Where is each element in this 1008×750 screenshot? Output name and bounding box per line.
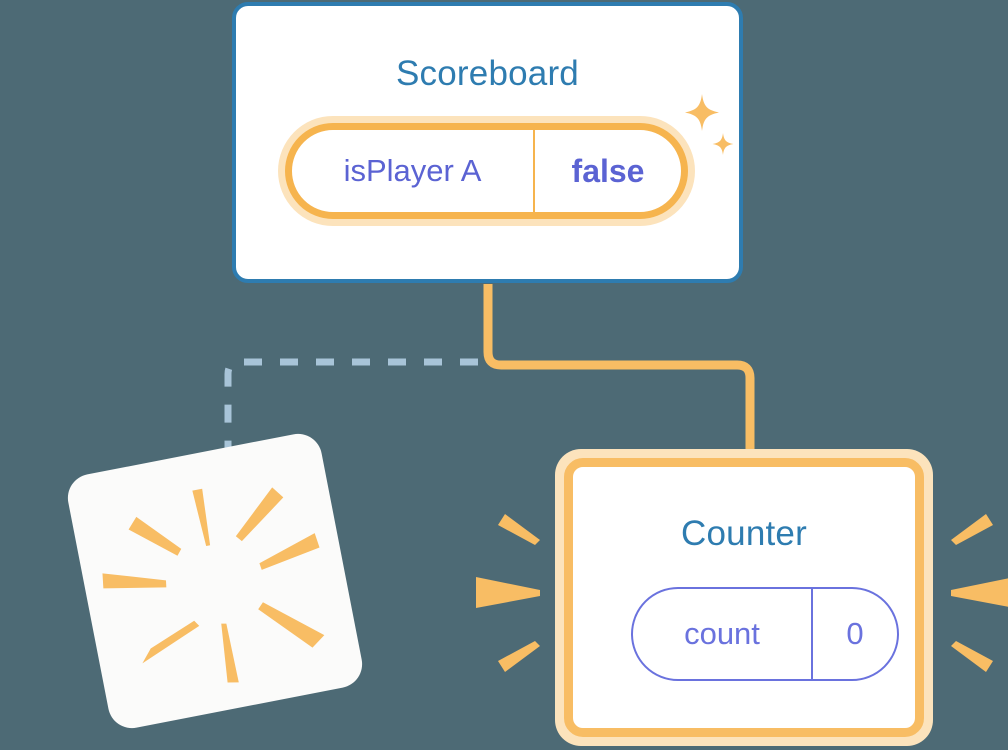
counter-title: Counter [681,514,807,553]
burst-ray-e-icon [259,533,320,570]
counter-state-value: 0 [846,616,864,651]
burst-ray-sw-icon [142,620,200,664]
scoreboard-state-key: isPlayer A [292,130,535,212]
burst-ray-ne-icon [235,487,284,542]
counter-card-inner: Counter count 0 [564,458,924,737]
scoreboard-state-value: false [571,152,645,189]
counter-state-key: count [633,589,813,679]
burst-rays-group [102,487,325,683]
burst-ray-n-icon [192,488,211,547]
burst-ray-nw-icon [128,516,182,556]
flash-burst-card[interactable] [63,429,367,733]
scoreboard-card[interactable]: Scoreboard isPlayer A false [232,2,743,283]
scoreboard-title: Scoreboard [396,54,579,93]
counter-state-pill[interactable]: count 0 [631,587,899,681]
scoreboard-to-counter-connector [483,284,755,462]
counter-card[interactable]: Counter count 0 [555,449,933,746]
burst-ray-w-icon [102,573,167,589]
burst-ray-s-icon [221,623,239,683]
scoreboard-state-pill-inner: isPlayer A false [285,123,688,219]
scoreboard-to-flash-card-connector [224,300,492,470]
scoreboard-state-pill[interactable]: isPlayer A false [278,116,695,226]
burst-ray-se-icon [258,602,325,648]
